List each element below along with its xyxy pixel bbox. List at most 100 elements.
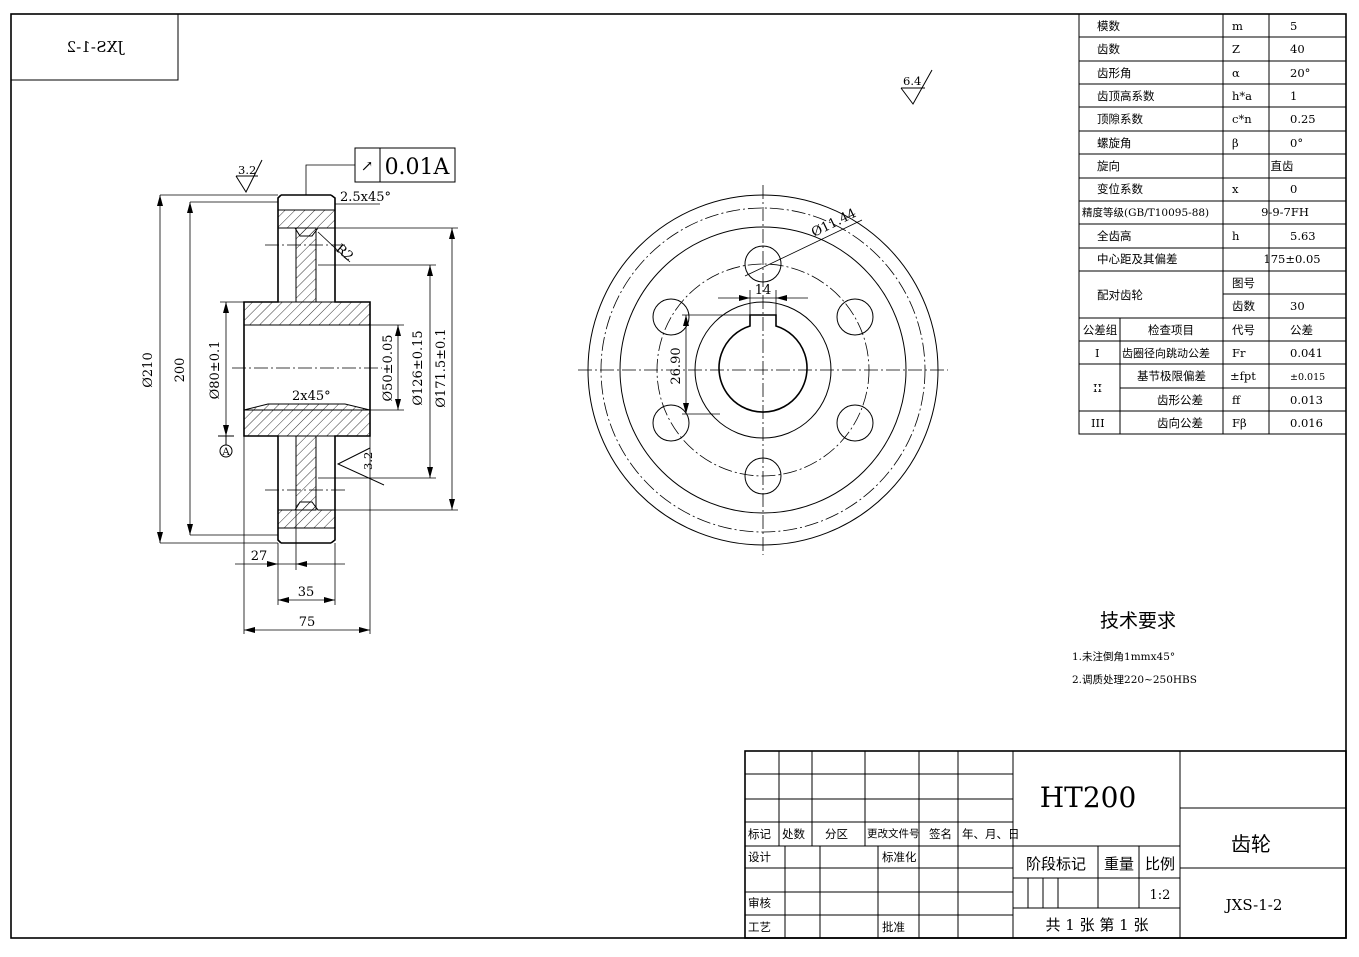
tb-zone-label: 分区 [825,827,848,841]
tb-sheets: 共 1 张 第 1 张 [1046,916,1149,934]
tb-material: HT200 [1040,781,1137,814]
tb-drawing-no: JXS-1-2 [1224,896,1283,914]
mating-gear-label: 配对齿轮 [1097,288,1143,302]
param-sym: x [1232,182,1239,196]
param-sym: h*a [1232,89,1252,103]
param-sym: α [1232,66,1240,80]
technical-requirements: 技术要求 1.未注倒角1mmx45° 2.调质处理220~250HBS [1072,610,1197,686]
dim-bore-diameter: Ø50±0.05 [381,334,396,401]
param-name: 齿数 [1097,42,1120,56]
param-val: 1 [1290,89,1297,103]
tb-standard-label: 标准化 [882,850,917,864]
param-val: 5.63 [1290,229,1316,243]
roughness-left-symbol: 3.2 [160,159,278,196]
tech-req-item: 2.调质处理220~250HBS [1072,674,1197,686]
param-val: 20° [1290,66,1310,80]
mating-drawing-no-label: 图号 [1232,276,1255,290]
tech-req-item: 1.未注倒角1mmx45° [1072,650,1175,663]
dim-hub-length: 75 [299,615,316,630]
param-name: 齿顶高系数 [1097,89,1155,103]
roughness-hub-value: 3.2 [361,452,375,470]
inspection-item: 齿圈径向跳动公差 [1122,346,1210,360]
param-val: 0 [1290,182,1297,196]
param-span-val: 直齿 [1271,159,1294,173]
param-sym: β [1232,136,1239,150]
roughness-left-value: 3.2 [238,163,256,177]
inspection-header: 公差 [1290,323,1313,337]
inspection-sym: Fβ [1232,416,1247,430]
inspection-val: 0.041 [1290,346,1323,360]
datum-label: A [221,446,230,458]
inspection-val: ±0.015 [1290,372,1325,383]
roughness-hub-symbol: 3.2 [336,447,385,486]
param-name: 齿形角 [1097,66,1132,80]
datum-a: A [218,435,234,458]
tb-part-name: 齿轮 [1231,832,1271,856]
inspection-item: 基节极限偏差 [1137,369,1206,383]
dim-key-width: 14 [755,283,772,298]
inspection-group: III [1091,416,1105,430]
param-sym: c*n [1232,112,1252,126]
tb-scale-label: 比例 [1145,855,1175,873]
gear-parameter-table: 模数 m 5 齿数 Z 40 齿形角 α 20° 齿顶高系数 h*a 1 顶隙系… [1078,13,1347,435]
param-sym: Z [1232,42,1240,56]
inspection-group: I [1095,346,1100,360]
tb-weight-label: 重量 [1104,855,1134,873]
tech-req-title: 技术要求 [1100,610,1176,632]
tb-count-label: 处数 [782,827,805,841]
dim-hub-offset: 27 [251,549,268,564]
tb-design-label: 设计 [748,850,771,864]
tb-stage-label: 阶段标记 [1026,855,1086,873]
dim-hole-circle-diameter: Ø126±0.15 [411,330,426,405]
inspection-header: 公差组 [1083,323,1118,337]
param-name: 中心距及其偏差 [1097,252,1178,266]
param-span-val: 9-9-7FH [1261,205,1309,219]
param-val: 0.25 [1290,112,1316,126]
mirrored-drawing-code: JXS-1-2 [67,38,126,56]
param-span-val: 175±0.05 [1263,252,1320,266]
tb-process-label: 工艺 [748,920,771,934]
param-name: 模数 [1097,19,1120,33]
param-val: 40 [1290,42,1305,56]
param-sym: m [1232,19,1243,33]
side-section-view: ↗ 0.01A 3.2 2.5x45° R2 2x45° A 3 [141,147,458,634]
tb-approve-label: 批准 [882,920,905,934]
param-name: 全齿高 [1097,229,1132,243]
tb-date-label: 年、月、日 [962,827,1020,841]
tb-sign-label: 签名 [929,827,952,841]
inspection-item: 齿向公差 [1157,416,1203,430]
roughness-top-value: 6.4 [903,74,921,88]
chamfer-top-label: 2.5x45° [340,190,391,205]
inspection-sym: Fr [1232,346,1246,360]
inspection-header: 代号 [1232,323,1255,337]
title-block: 标记 处数 分区 更改文件号 签名 年、月、日 设计 标准化 审核 工艺 批准 … [744,750,1347,939]
dim-key-depth: 26.90 [669,347,684,384]
inspection-val: 0.013 [1290,393,1323,407]
dim-face-width: 35 [298,585,315,600]
chamfer-bore-label: 2x45° [292,389,331,404]
inspection-item: 齿形公差 [1157,393,1203,407]
mirrored-code-box: JXS-1-2 [10,13,179,81]
inspection-sym: ±fpt [1230,369,1256,383]
param-name: 顶隙系数 [1097,112,1143,126]
dim-hole-diameter: Ø11.44 [809,206,859,240]
param-sym: h [1232,229,1240,243]
dim-hub-diameter: Ø80±0.1 [208,341,223,400]
runout-tolerance-frame: ↗ 0.01A [305,147,456,195]
param-val: 5 [1290,19,1297,33]
tb-review-label: 审核 [748,896,771,910]
dim-root-diameter: 200 [173,358,188,383]
tb-change-doc-label: 更改文件号 [867,827,920,840]
mating-teeth: 30 [1290,299,1305,313]
param-name: 螺旋角 [1097,136,1132,150]
inspection-val: 0.016 [1290,416,1323,430]
param-name: 精度等级(GB/T10095-88) [1082,206,1209,219]
mating-teeth-label: 齿数 [1232,299,1255,313]
roughness-top-symbol: 6.4 [900,69,933,105]
inspection-sym: ff [1232,393,1241,407]
dim-outer-diameter: Ø210 [141,352,156,387]
param-name: 旋向 [1097,159,1120,173]
param-val: 0° [1290,136,1303,150]
dim-rim-inner-diameter: Ø171.5±0.1 [434,328,449,407]
